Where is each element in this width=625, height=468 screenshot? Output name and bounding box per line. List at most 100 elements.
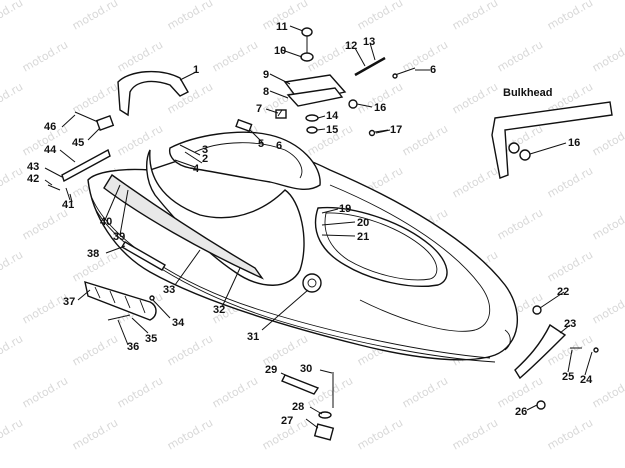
screws-42-43-41 xyxy=(47,184,71,201)
callout-c40: 40 xyxy=(100,216,112,228)
callout-c4: 4 xyxy=(193,163,200,175)
watermark-text: motod.ru xyxy=(0,416,25,452)
callout-c1: 1 xyxy=(193,64,199,76)
watermark-text: motod.ru xyxy=(495,38,545,74)
watermark-text: motod.ru xyxy=(210,38,260,74)
callout-c25: 25 xyxy=(562,371,574,383)
watermark-text: motod.ru xyxy=(450,80,500,116)
callout-c32: 32 xyxy=(213,304,225,316)
callout-c19: 19 xyxy=(339,203,351,215)
watermark-text: motod.ru xyxy=(355,0,405,33)
watermark-text: motod.ru xyxy=(70,332,120,368)
watermark-text: motod.ru xyxy=(400,38,450,74)
watermark-text: motod.ru xyxy=(450,0,500,33)
watermark-text: motod.ru xyxy=(590,290,625,326)
callout-c9: 9 xyxy=(263,69,269,81)
watermark-text: motod.ru xyxy=(20,38,70,74)
watermark-text: motod.ru xyxy=(115,374,165,410)
watermark-text: motod.ru xyxy=(400,122,450,158)
callout-c26: 26 xyxy=(515,406,527,418)
callout-c22: 22 xyxy=(557,286,569,298)
callout-c6b: 6 xyxy=(276,140,282,152)
nut-16-17 xyxy=(348,99,389,137)
watermark-text: motod.ru xyxy=(115,38,165,74)
callout-c12: 12 xyxy=(345,40,357,52)
callout-c43: 43 xyxy=(27,161,39,173)
bracket-27-28 xyxy=(313,411,335,441)
bulkhead-label: Bulkhead xyxy=(503,87,553,99)
watermark-text: motod.ru xyxy=(400,374,450,410)
watermark-text: motod.ru xyxy=(545,248,595,284)
watermark-text: motod.ru xyxy=(545,164,595,200)
callout-c6a: 6 xyxy=(430,64,436,76)
callout-c29: 29 xyxy=(265,364,277,376)
watermark-text: motod.ru xyxy=(165,0,215,33)
callout-c7: 7 xyxy=(256,103,262,115)
strap-44 xyxy=(61,148,111,183)
trim-29 xyxy=(281,374,320,395)
watermark-text: motod.ru xyxy=(450,164,500,200)
watermark-text: motod.ru xyxy=(165,416,215,452)
washers-14-15 xyxy=(305,114,319,134)
bolt-6-top xyxy=(392,67,416,79)
watermark-text: motod.ru xyxy=(450,416,500,452)
watermark-text: motod.ru xyxy=(70,416,120,452)
callout-c35: 35 xyxy=(145,333,157,345)
callout-c31: 31 xyxy=(247,331,259,343)
cap-10-11 xyxy=(300,27,314,62)
leader-lines xyxy=(44,25,593,429)
callout-c21: 21 xyxy=(357,231,369,243)
callout-c8: 8 xyxy=(263,86,269,98)
watermark-text: motod.ru xyxy=(0,0,25,33)
callout-c28: 28 xyxy=(292,401,304,413)
callout-c20: 20 xyxy=(357,217,369,229)
watermark-text: motod.ru xyxy=(590,38,625,74)
watermark-text: motod.ru xyxy=(495,206,545,242)
watermark-text: motod.ru xyxy=(590,122,625,158)
callout-c13: 13 xyxy=(363,36,375,48)
callout-c3: 3 xyxy=(202,144,208,156)
watermark-text: motod.ru xyxy=(115,122,165,158)
callout-c33: 33 xyxy=(163,284,175,296)
watermark-text: motod.ru xyxy=(590,206,625,242)
watermark-text: motod.ru xyxy=(210,374,260,410)
watermark-text: motod.ru xyxy=(590,374,625,410)
callout-c16a: 16 xyxy=(374,102,386,114)
callout-c16b: 16 xyxy=(568,137,580,149)
callout-c5: 5 xyxy=(258,138,264,150)
callout-c14: 14 xyxy=(326,110,339,122)
watermark-text: motod.ru xyxy=(0,248,25,284)
callout-c11: 11 xyxy=(276,21,288,33)
callout-c34: 34 xyxy=(172,317,185,329)
watermark-text: motod.ru xyxy=(70,80,120,116)
callout-c36: 36 xyxy=(127,341,139,353)
handle-pole-1 xyxy=(117,70,189,117)
callout-c15: 15 xyxy=(326,124,338,136)
callout-c17: 17 xyxy=(390,124,402,136)
hull-deck xyxy=(87,131,519,363)
callout-c10: 10 xyxy=(274,45,286,57)
hatch-cover-9 xyxy=(283,74,347,107)
callout-c46: 46 xyxy=(44,121,56,133)
watermark-text: motod.ru xyxy=(0,80,25,116)
grate-37 xyxy=(84,280,157,321)
callout-c44: 44 xyxy=(44,144,57,156)
callout-c27: 27 xyxy=(281,415,293,427)
bulkhead-inset xyxy=(491,101,613,179)
watermark-text: motod.ru xyxy=(545,416,595,452)
bracket-45-46 xyxy=(74,111,115,131)
callout-c45: 45 xyxy=(72,137,84,149)
callout-c24: 24 xyxy=(580,374,593,386)
watermark-text: motod.ru xyxy=(20,374,70,410)
watermark-text: motod.ru xyxy=(545,0,595,33)
rod-12-13 xyxy=(354,56,386,77)
callout-c23: 23 xyxy=(564,318,576,330)
callout-c39: 39 xyxy=(113,231,125,243)
callout-c38: 38 xyxy=(87,248,99,260)
callout-c2: 2 xyxy=(202,153,208,165)
strip-38 xyxy=(121,241,166,271)
watermark-text: motod.ru xyxy=(0,332,25,368)
screw-34-35-36 xyxy=(107,295,155,321)
